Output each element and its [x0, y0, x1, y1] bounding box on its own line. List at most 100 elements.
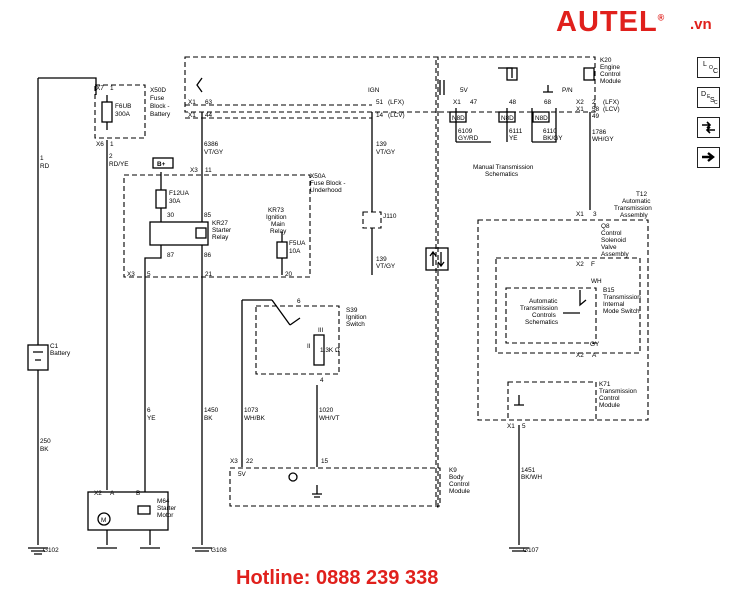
svg-text:BK/WH: BK/WH: [521, 474, 542, 481]
battery-c1: [27, 344, 49, 371]
svg-text:6109: 6109: [458, 128, 473, 135]
connector-icon: [702, 121, 715, 134]
svg-text:(LFX): (LFX): [388, 99, 404, 106]
starter-solenoid: [137, 505, 151, 515]
fuse-f12ua: [155, 189, 167, 209]
brand-name: AUTEL: [556, 6, 658, 38]
b15-mode-switch: [505, 287, 597, 344]
svg-text:WH/BK: WH/BK: [244, 415, 266, 422]
svg-text:A: A: [110, 490, 115, 497]
starter-motor-m64-box: [87, 491, 169, 531]
ecm-ground-symbol: [196, 77, 203, 93]
labels: X7 1 X6 1 F6UB 300A X50D Fuse Block - Ba…: [40, 57, 652, 554]
svg-text:6: 6: [147, 407, 151, 414]
svg-text:68: 68: [544, 99, 552, 106]
fuse-f6ub: [101, 101, 113, 123]
svg-text:Battery: Battery: [50, 350, 71, 357]
svg-text:K9: K9: [449, 467, 457, 474]
svg-text:M: M: [101, 517, 106, 524]
svg-text:Module: Module: [449, 488, 470, 495]
splice-j110: [362, 211, 382, 229]
svg-text:Starter: Starter: [157, 505, 177, 512]
label-x7: X7: [96, 85, 104, 92]
svg-text:X1: X1: [576, 211, 584, 218]
svg-text:Controls: Controls: [532, 312, 556, 319]
svg-text:P/N: P/N: [562, 87, 573, 94]
label-g108: G108: [211, 547, 227, 554]
svg-text:47: 47: [470, 99, 478, 106]
hotline-text: Hotline: 0888 239 338: [236, 567, 439, 589]
svg-text:139: 139: [376, 256, 387, 263]
label-f6ub: F6UB: [115, 103, 131, 110]
svg-text:Relay: Relay: [212, 234, 229, 241]
fuse-f5ua: [276, 241, 288, 259]
svg-text:F: F: [591, 261, 595, 268]
svg-text:X3: X3: [190, 167, 198, 174]
next-button[interactable]: [697, 147, 720, 168]
svg-text:Switch: Switch: [346, 321, 365, 328]
svg-text:22: 22: [246, 458, 254, 465]
svg-text:RD/YE: RD/YE: [109, 161, 129, 168]
svg-text:N8D: N8D: [452, 115, 465, 122]
ground-g108: [192, 547, 212, 552]
svg-text:87: 87: [167, 252, 175, 259]
svg-text:X1: X1: [188, 112, 196, 119]
svg-text:C1: C1: [50, 343, 59, 350]
svg-text:KR73: KR73: [268, 207, 284, 214]
svg-text:Solenoid: Solenoid: [601, 237, 626, 244]
svg-text:Starter: Starter: [212, 227, 232, 234]
svg-text:Engine: Engine: [600, 64, 620, 71]
svg-text:300A: 300A: [115, 111, 131, 118]
x50a-fuse-block: [123, 174, 311, 278]
svg-text:M64: M64: [157, 498, 170, 505]
svg-text:14: 14: [376, 112, 384, 119]
svg-text:K20: K20: [600, 57, 612, 64]
svg-text:1450: 1450: [204, 407, 219, 414]
svg-text:4: 4: [320, 377, 324, 384]
svg-text:250: 250: [40, 438, 51, 445]
connector-n8d-3: [532, 111, 550, 123]
svg-text:48: 48: [509, 99, 517, 106]
t12-automatic-transmission: [477, 219, 649, 421]
svg-text:III: III: [318, 327, 324, 334]
svg-text:1451: 1451: [521, 467, 536, 474]
label-x6: X6: [96, 141, 104, 148]
svg-text:1786: 1786: [592, 129, 607, 136]
svg-text:YE: YE: [509, 135, 518, 142]
svg-text:T12: T12: [636, 191, 647, 198]
brand-registered: ®: [657, 12, 666, 23]
svg-text:BK/GY: BK/GY: [543, 135, 563, 142]
svg-text:1: 1: [40, 155, 44, 162]
bcm-ground-symbol: [312, 485, 322, 498]
svg-text:Internal: Internal: [603, 301, 624, 308]
description-button[interactable]: D E S C: [697, 87, 720, 108]
svg-text:X2: X2: [576, 99, 584, 106]
wire-mts-bundle: [455, 108, 557, 143]
x50d-fuse-block: [94, 84, 146, 139]
svg-text:6110: 6110: [543, 128, 557, 135]
svg-text:Module: Module: [600, 78, 621, 85]
ecm-pn-resistor: [583, 67, 595, 81]
k9-body-control-module: [229, 467, 441, 507]
connector-view-button[interactable]: [697, 117, 720, 138]
svg-text:S39: S39: [346, 307, 358, 314]
wire-battery-top: [38, 77, 97, 95]
svg-text:BK: BK: [204, 415, 213, 422]
bplus-terminal: [152, 157, 174, 169]
components: [27, 67, 595, 531]
svg-text:2: 2: [592, 99, 596, 106]
svg-text:Fuse Block -: Fuse Block -: [310, 180, 346, 187]
bidirectional-arrows-icon: [429, 250, 445, 268]
connector-n8d-1: [449, 111, 467, 123]
location-button[interactable]: L O C: [697, 57, 720, 78]
svg-text:5V: 5V: [460, 87, 469, 94]
svg-text:Valve: Valve: [601, 244, 617, 251]
svg-text:86: 86: [204, 252, 212, 259]
svg-text:1020: 1020: [319, 407, 334, 414]
arrow-right-icon: [702, 152, 715, 162]
svg-text:F5UA: F5UA: [289, 240, 306, 247]
svg-text:N8D: N8D: [501, 115, 514, 122]
svg-text:(LCV): (LCV): [388, 112, 405, 119]
svg-text:6111: 6111: [509, 128, 523, 135]
